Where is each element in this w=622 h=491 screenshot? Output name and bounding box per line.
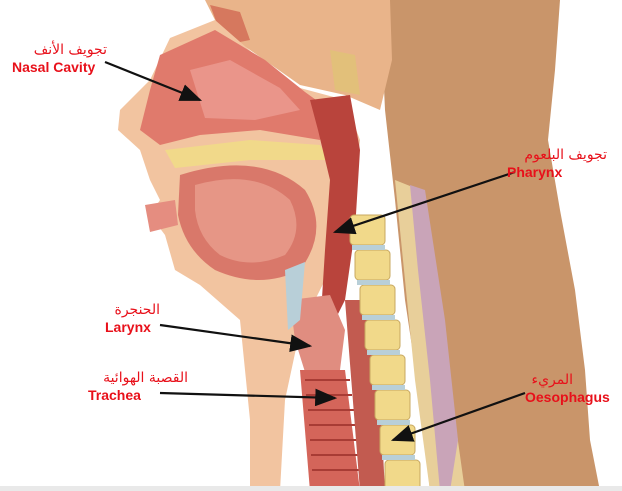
label-pharynx: تجويف البلعوم Pharynx — [507, 147, 607, 181]
label-larynx-arabic: الحنجرة — [105, 302, 160, 319]
label-nasal-cavity-english: Nasal Cavity — [12, 59, 107, 76]
label-oesophagus: المريء Oesophagus — [525, 372, 610, 406]
label-trachea-arabic: القصبة الهوائية — [88, 370, 188, 387]
label-nasal-cavity: تجويف الأنف Nasal Cavity — [12, 42, 107, 76]
label-trachea: القصبة الهوائية Trachea — [88, 370, 188, 404]
trachea — [300, 370, 360, 491]
label-nasal-cavity-arabic: تجويف الأنف — [12, 42, 107, 59]
label-pharynx-english: Pharynx — [507, 164, 607, 181]
label-oesophagus-arabic: المريء — [525, 372, 573, 389]
label-pharynx-arabic: تجويف البلعوم — [507, 147, 607, 164]
label-oesophagus-english: Oesophagus — [525, 389, 610, 406]
label-larynx: الحنجرة Larynx — [105, 302, 160, 336]
label-larynx-english: Larynx — [105, 319, 160, 336]
label-trachea-english: Trachea — [88, 387, 188, 404]
bottom-border — [0, 486, 622, 491]
